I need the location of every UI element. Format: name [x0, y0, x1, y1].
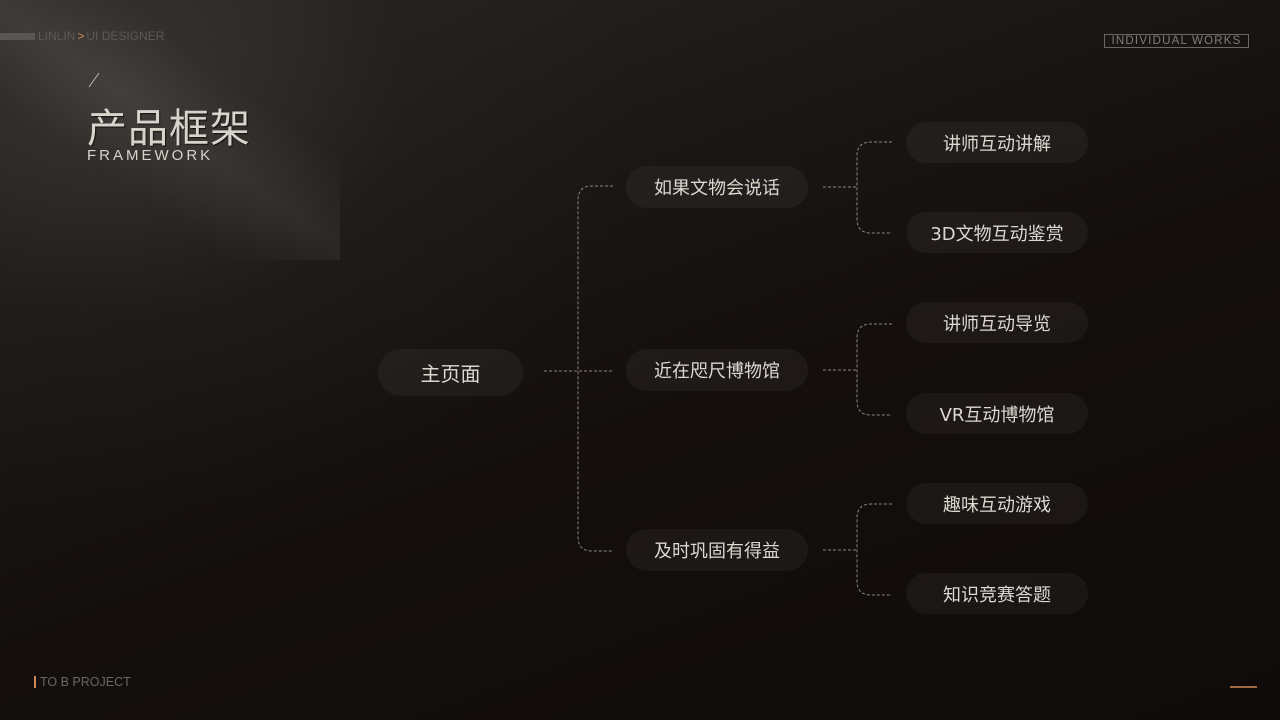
node-branch-3[interactable]: 及时巩固有得益	[626, 529, 808, 571]
breadcrumb-author: LINLIN	[38, 29, 76, 43]
project-tag: TO B PROJECT	[34, 675, 131, 689]
node-leaf-2-2[interactable]: VR互动博物馆	[906, 393, 1088, 434]
breadcrumb: LINLIN > UI DESIGNER	[38, 29, 164, 43]
node-leaf-1-1[interactable]: 讲师互动讲解	[906, 122, 1088, 163]
header-accent-bar	[0, 33, 35, 40]
node-branch-1[interactable]: 如果文物会说话	[626, 166, 808, 208]
page-indicator	[1230, 686, 1257, 688]
node-leaf-2-1[interactable]: 讲师互动导览	[906, 302, 1088, 343]
page-subtitle: FRAMEWORK	[87, 147, 214, 164]
breadcrumb-role: UI DESIGNER	[86, 29, 165, 43]
slash-icon	[88, 72, 100, 88]
individual-works-badge: INDIVIDUAL WORKS	[1104, 34, 1249, 48]
breadcrumb-chevron-icon: >	[77, 29, 85, 43]
accent-bar-icon	[34, 676, 36, 688]
node-leaf-3-2[interactable]: 知识竞赛答题	[906, 573, 1088, 614]
node-root[interactable]: 主页面	[378, 349, 523, 396]
node-leaf-1-2[interactable]: 3D文物互动鉴赏	[906, 212, 1088, 253]
light-streak	[0, 0, 340, 260]
project-tag-label: TO B PROJECT	[40, 675, 131, 689]
node-leaf-3-1[interactable]: 趣味互动游戏	[906, 483, 1088, 524]
page-title: 产品框架	[87, 106, 251, 152]
node-branch-2[interactable]: 近在咫尺博物馆	[626, 349, 808, 391]
